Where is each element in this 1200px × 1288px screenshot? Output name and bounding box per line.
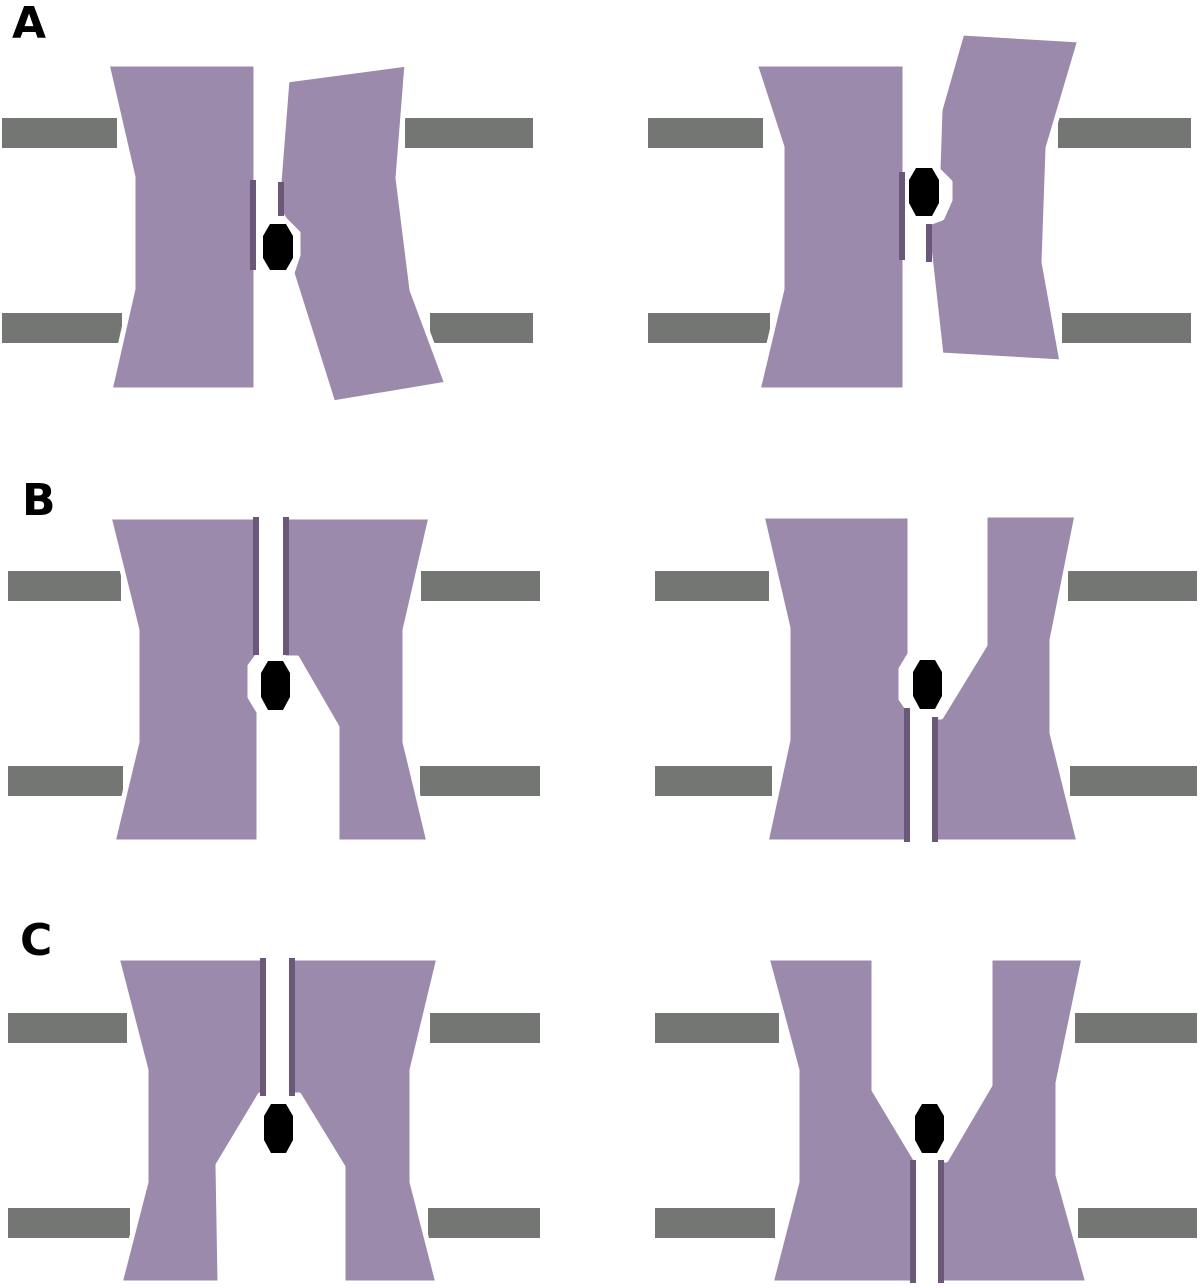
domain-edge-right [932,717,938,842]
transporter-domain-left [114,955,269,1286]
domain-edge-left [899,172,905,260]
membrane-upper-right [405,118,533,148]
membrane-upper-left [655,571,769,601]
membrane-lower-left [655,1208,775,1238]
ligand [260,221,296,273]
membrane-upper-right [430,1013,540,1043]
ligand [258,658,293,713]
membrane-upper-left [8,571,121,601]
domain-edge-left [253,517,259,655]
domain-edge-left [260,958,266,1096]
panel-a-state-2 [648,30,1191,393]
membrane-upper-right [1058,118,1191,148]
membrane-lower-right [1062,313,1191,343]
transporter-domain-left [104,61,259,393]
panel-label-a: A [12,0,46,49]
transporter-domain-left [752,61,908,393]
domain-edge-left [904,708,910,842]
domain-edge-right [278,182,284,216]
panel-b-state-1 [8,514,540,845]
ligand [261,1101,296,1156]
domain-edge-left [250,180,256,270]
ligand [910,657,945,712]
ligand [912,1101,947,1156]
membrane-upper-left [648,118,763,148]
transporter-domain-right [280,514,434,845]
membrane-upper-right [1075,1013,1197,1043]
panel-b-state-2 [655,512,1197,845]
transporter-domain-left [764,955,919,1286]
membrane-lower-right [420,766,540,796]
membrane-upper-right [1068,571,1197,601]
panel-label-b: B [22,475,56,526]
membrane-upper-left [655,1013,779,1043]
transporter-domain-left [759,513,913,845]
domain-edge-right [283,517,289,655]
panel-c [8,955,1197,1286]
panel-b [8,512,1197,845]
membrane-lower-right [1078,1208,1197,1238]
membrane-lower-left [655,766,772,796]
membrane-lower-right [430,313,533,343]
panel-c-state-1 [8,955,540,1286]
panel-a [2,30,1191,406]
transporter-domain-right [935,955,1091,1286]
panel-c-state-2 [655,955,1197,1286]
membrane-lower-left [2,313,122,343]
membrane-lower-left [8,766,123,796]
membrane-lower-left [8,1208,130,1238]
domain-edge-right [926,224,932,262]
panel-a-state-1 [2,61,533,406]
membrane-upper-right [421,571,540,601]
domain-edge-right [938,1160,944,1283]
domain-edge-right [289,958,295,1096]
transporter-domain-right [929,512,1082,845]
transporter-domain-right [923,30,1083,365]
membrane-lower-right [428,1208,540,1238]
membrane-upper-left [2,118,117,148]
transporter-domain-left [106,514,262,845]
ligand [906,165,942,219]
transporter-domain-right [274,61,450,406]
membrane-lower-left [648,313,770,343]
domain-edge-left [910,1160,916,1283]
panel-label-c: C [20,915,52,966]
membrane-upper-left [8,1013,127,1043]
membrane-lower-right [1070,766,1197,796]
transporter-domain-right [286,955,442,1286]
